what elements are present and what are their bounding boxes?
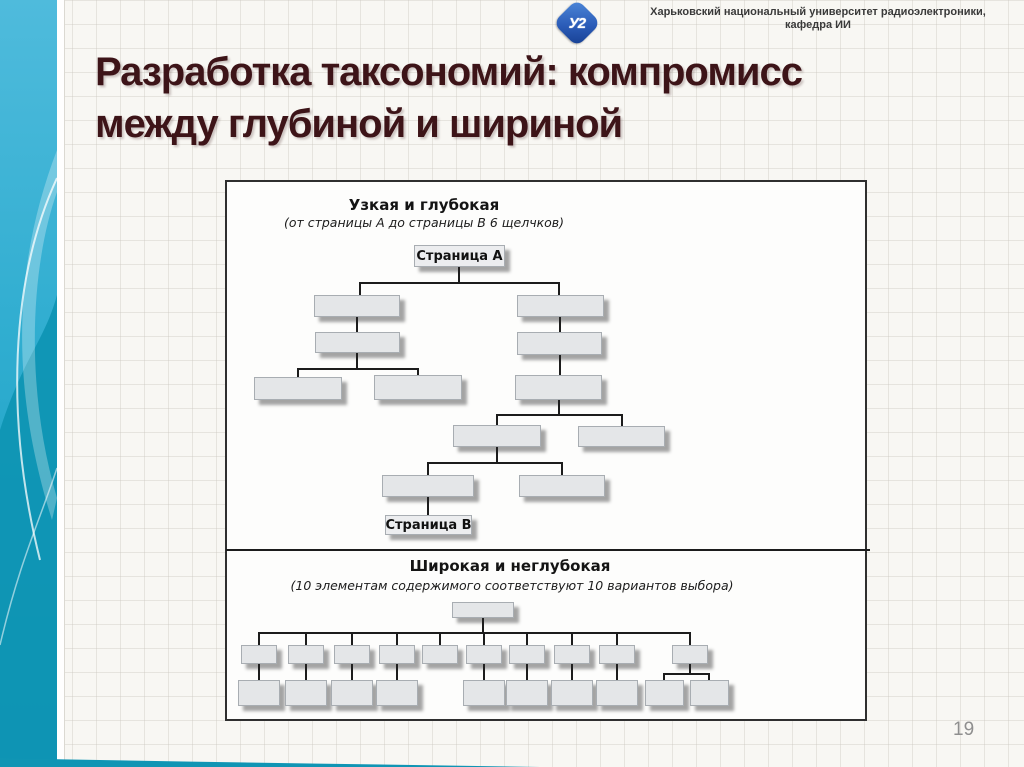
connector-line [427,462,429,476]
tree-node-box [379,645,415,664]
connector-line [663,673,710,675]
tree-node-box [578,426,665,447]
header-department: кафедра ИИ [785,18,851,31]
page-number: 19 [953,719,975,740]
slide-title-line2: между глубиной и шириной [95,102,623,146]
connector-line [571,663,573,681]
connector-line [305,632,307,646]
tree-node-box [241,645,277,664]
tree-node-box [672,645,708,664]
section-wide-shallow-subtitle: (10 элементам содержимого соответствуют … [290,578,734,593]
connector-line [351,663,353,681]
tree-node-box [519,475,605,497]
connector-line [226,549,870,551]
connector-line [689,632,691,646]
connector-line [689,663,691,675]
tree-node-box [554,645,590,664]
connector-line [621,414,623,427]
tree-node-box [314,295,400,317]
connector-line [526,663,528,681]
connector-line [427,462,563,464]
tree-node-box [506,680,548,706]
tree-node-box [645,680,684,706]
connector-line [359,282,560,284]
tree-node-box [334,645,370,664]
connector-line [297,368,419,370]
connector-line [616,663,618,681]
bottom-wave-decoration [0,758,540,767]
sidebar-gap [57,0,65,767]
section-narrow-deep-subtitle: (от страницы А до страницы В 6 щелчков) [283,215,565,230]
connector-line [571,632,573,646]
tree-node-box [466,645,502,664]
connector-line [559,354,561,376]
header-university-name: Харьковский национальный университет рад… [650,6,986,18]
connector-line [559,316,561,333]
tree-node-box [238,680,280,706]
connector-line [561,462,563,476]
connector-line [396,632,398,646]
connector-line [496,446,498,464]
connector-line [356,352,358,370]
connector-line [417,368,419,376]
tree-node-box [596,680,638,706]
connector-line [558,282,560,296]
connector-line [427,496,429,516]
section-wide-shallow-heading: Широкая и неглубокая [409,557,611,575]
connector-line [356,316,358,333]
tree-node-box [599,645,635,664]
connector-line [558,399,560,416]
tree-node-box [515,375,602,400]
connector-line [708,673,710,681]
slide-title: Разработка таксономий: компромисс между … [95,46,975,150]
connector-line [483,632,485,646]
connector-line [526,632,528,646]
tree-node-box [288,645,324,664]
tree-node-box [382,475,474,497]
connector-line [482,617,484,634]
connector-line [359,282,361,296]
tree-node-box [376,680,418,706]
tree-node-box [422,645,458,664]
connector-line [396,663,398,681]
university-logo-icon: У2 [552,0,602,48]
connector-line [496,414,623,416]
tree-node-box [331,680,373,706]
section-narrow-deep-heading: Узкая и глубокая [348,196,500,214]
connector-line [305,663,307,681]
connector-line [351,632,353,646]
slide-title-line1: Разработка таксономий: компромисс [95,50,803,94]
connector-line [458,266,460,284]
connector-line [496,414,498,426]
logo-glyph: У2 [568,14,586,32]
slide-header: Харьковский национальный университет рад… [618,6,1018,31]
connector-line [258,663,260,681]
tree-node-box [315,332,400,353]
connector-line [616,632,618,646]
connector-line [258,632,260,646]
connector-line [439,632,441,646]
diagram-panel: Узкая и глубокая (от страницы А до стран… [225,180,870,721]
tree-node-box [463,680,505,706]
tree-node-box [374,375,462,400]
connector-line [258,632,691,634]
sidebar-wave-decoration [0,0,57,767]
tree-node-Страница В: Страница В [385,515,472,535]
connector-line [297,368,299,378]
tree-node-box [517,332,602,355]
tree-node-box [517,295,604,317]
tree-node-Страница А: Страница А [414,245,505,267]
tree-node-box [285,680,327,706]
tree-node-box [254,377,342,400]
tree-node-box [452,602,514,618]
tree-node-box [551,680,593,706]
connector-line [483,663,485,681]
tree-node-box [690,680,729,706]
tree-node-box [509,645,545,664]
connector-line [663,673,665,681]
tree-node-box [453,425,541,447]
